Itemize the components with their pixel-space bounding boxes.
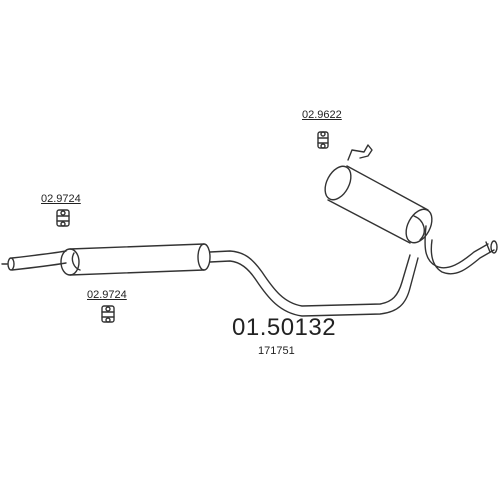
oem-number: 171751 [258,345,295,357]
rubber-hanger-icon [56,209,70,227]
connecting-pipe [209,250,419,317]
component-code-label: 02.9724 [41,193,81,205]
component-code-label: 02.9622 [302,109,342,121]
tail-pipe [424,225,498,275]
inlet-pipe [1,250,67,271]
rubber-hanger-icon [101,305,115,323]
part-number: 01.50132 [232,314,337,341]
rear-muffler [324,144,433,244]
component-code-label: 02.9724 [87,289,127,301]
rubber-hanger-icon [317,131,329,149]
middle-silencer [60,243,211,276]
